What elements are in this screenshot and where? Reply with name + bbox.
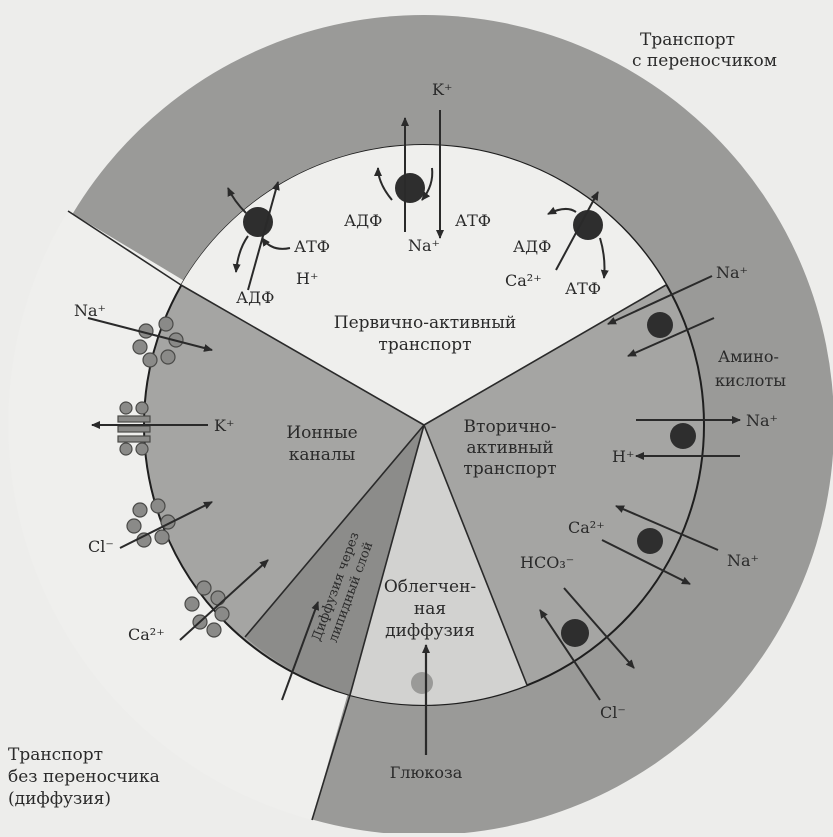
secondary-h-label: H⁺: [612, 447, 634, 466]
pump-right-ca-label: Ca²⁺: [505, 271, 542, 290]
secondary-cl-label: Cl⁻: [600, 703, 626, 722]
label-secondary-line2: активный: [466, 438, 553, 458]
pump-top-adp-label: АДФ: [344, 211, 382, 230]
pump-left-adp-label: АДФ: [236, 288, 274, 307]
antiporter-na-ca: Ca²⁺ Na⁺: [568, 505, 759, 585]
label-secondary-line3: транспорт: [463, 459, 556, 479]
secondary-na-top-label: Na⁺: [716, 263, 748, 282]
antiporter-na-h-molecule: [670, 423, 696, 449]
pump-left-h-label: H⁺: [296, 269, 318, 288]
pump-top-atp-label: АТФ: [455, 211, 491, 230]
glucose-carrier-molecule: [411, 672, 433, 694]
lipid-diffusion-arrow: [281, 601, 319, 701]
cotransporter-amino-molecule: [647, 312, 673, 338]
glucose-transporter: Глюкоза: [390, 644, 463, 782]
channel-na-protein: [132, 316, 184, 368]
pump-left-molecule: [243, 207, 273, 237]
label-facilitated-line1: Облегчен-: [384, 577, 476, 597]
pump-left-atp-label: АТФ: [294, 237, 330, 256]
pump-top-molecule: [395, 173, 425, 203]
channel-cl: Cl⁻: [88, 498, 213, 556]
channel-k-label: K⁺: [214, 416, 234, 435]
channel-ca: Ca²⁺: [128, 559, 269, 644]
antiporter-cl-hco3: HCO₃⁻ Cl⁻: [520, 553, 635, 722]
cotransporter-amino-acids: Na⁺ Амино- кислоты: [607, 263, 786, 390]
secondary-na-mid-label: Na⁺: [746, 411, 778, 430]
pump-right-molecule: [573, 210, 603, 240]
antiporter-cl-hco3-molecule: [561, 619, 589, 647]
channel-cl-label: Cl⁻: [88, 537, 114, 556]
pump-top: K⁺ АДФ АТФ Na⁺: [344, 80, 491, 255]
pump-left: АТФ H⁺ АДФ: [227, 181, 330, 307]
sector-borders: [67, 210, 667, 821]
amino-acids-line1: Амино-: [718, 347, 779, 366]
label-primary-line1: Первично-активный: [334, 313, 516, 333]
pump-right: АДФ Ca²⁺ АТФ: [505, 191, 609, 298]
secondary-hco3-label: HCO₃⁻: [520, 553, 574, 572]
pump-top-k-label: K⁺: [432, 80, 452, 99]
label-channels-line2: каналы: [289, 445, 356, 465]
pump-top-na-label: Na⁺: [408, 236, 440, 255]
pump-right-adp-label: АДФ: [513, 237, 551, 256]
secondary-ca-label: Ca²⁺: [568, 518, 605, 537]
glucose-label: Глюкоза: [390, 763, 463, 782]
label-facilitated-line2: ная: [414, 599, 446, 619]
channel-ca-label: Ca²⁺: [128, 625, 165, 644]
label-channels-line1: Ионные: [286, 423, 357, 443]
amino-acids-line2: кислоты: [715, 371, 786, 390]
label-carrier-line2: с переносчиком: [632, 51, 777, 71]
label-primary-line2: транспорт: [378, 335, 471, 355]
pump-right-atp-label: АТФ: [565, 279, 601, 298]
secondary-na-low-label: Na⁺: [727, 551, 759, 570]
label-carrier-line1: Транспорт: [640, 30, 735, 50]
label-no-carrier-line2: без переносчика: [8, 767, 160, 787]
channel-k-protein: [117, 401, 151, 456]
label-no-carrier-line1: Транспорт: [8, 745, 103, 765]
sector-facilitated-diffusion: [350, 425, 527, 705]
channel-k: K⁺: [91, 401, 234, 456]
label-secondary-line1: Вторично-: [464, 417, 557, 437]
channel-cl-protein: [126, 498, 176, 548]
label-no-carrier-line3: (диффузия): [8, 789, 111, 809]
channel-na: Na⁺: [74, 301, 213, 368]
label-facilitated-line3: диффузия: [385, 621, 475, 641]
antiporter-na-h: Na⁺ H⁺: [612, 411, 778, 466]
antiporter-na-ca-molecule: [637, 528, 663, 554]
sector-lipid-diffusion: [245, 425, 424, 695]
channel-na-label: Na⁺: [74, 301, 106, 320]
channel-ca-protein: [184, 580, 230, 638]
